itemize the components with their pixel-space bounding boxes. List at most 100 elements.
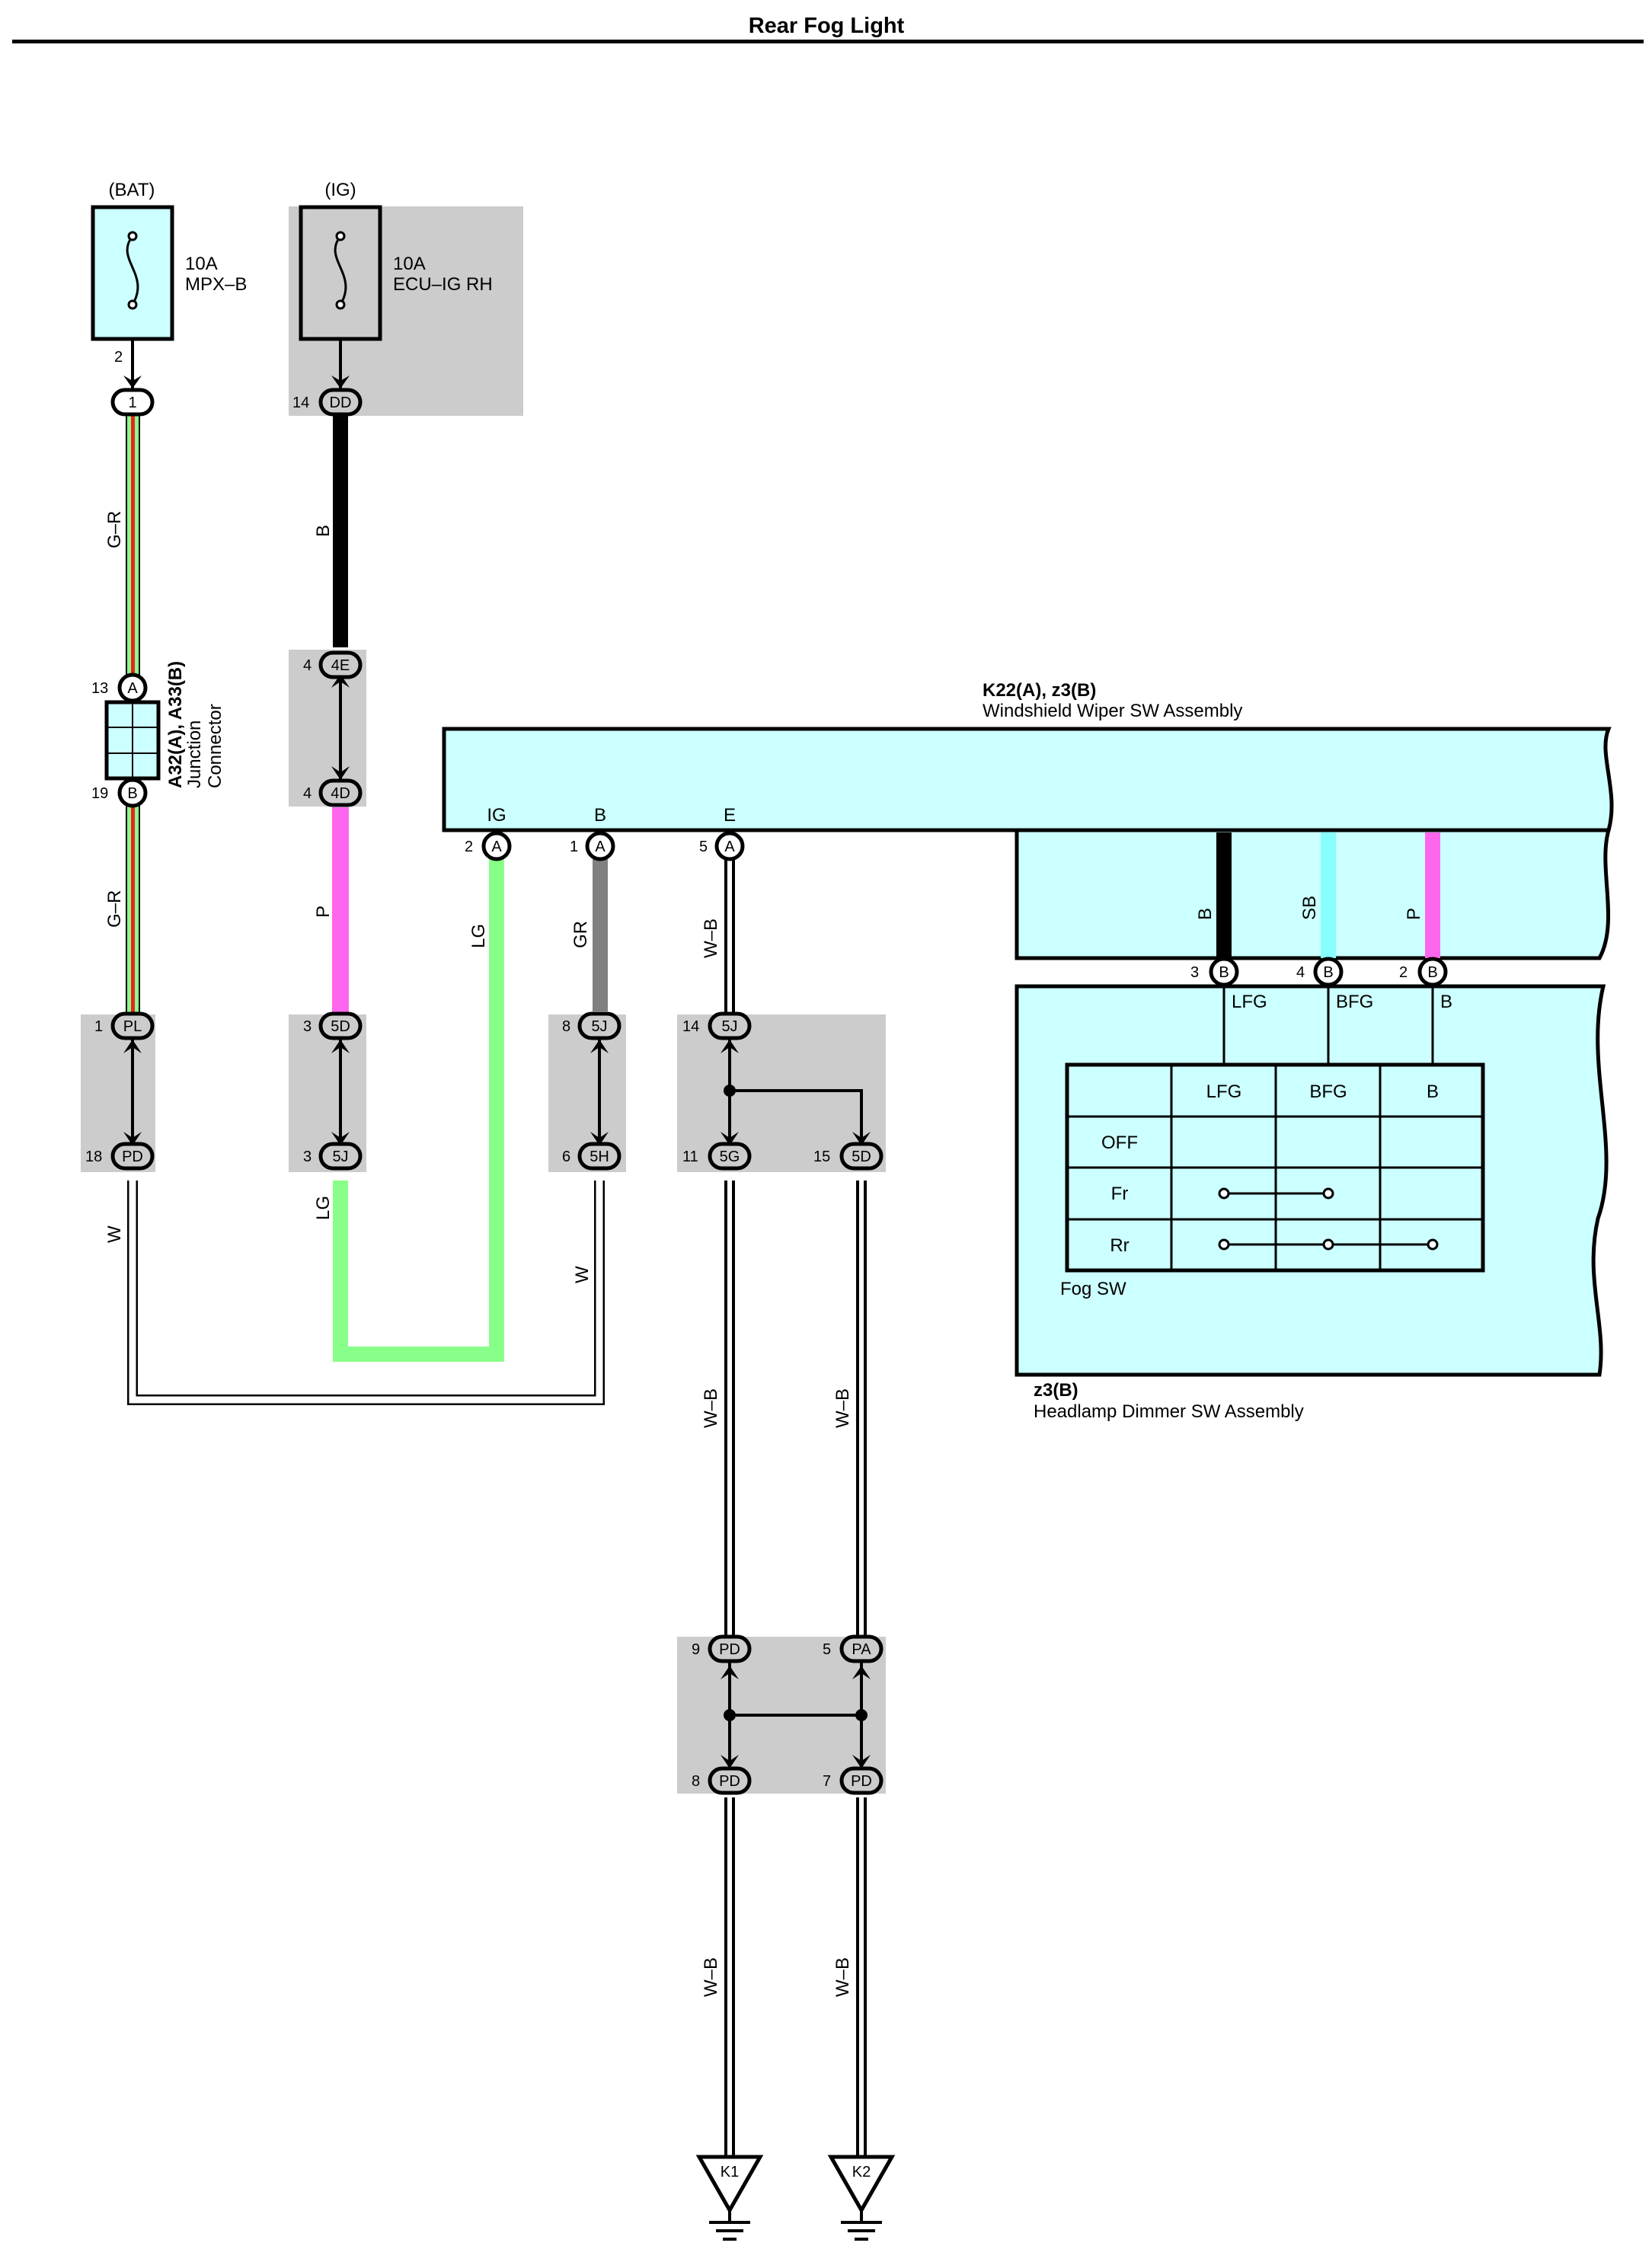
wire-label-w: W xyxy=(572,1266,593,1283)
svg-text:A: A xyxy=(595,839,606,855)
svg-text:PD: PD xyxy=(719,1773,740,1790)
svg-text:2: 2 xyxy=(465,839,473,855)
svg-text:3: 3 xyxy=(303,1018,312,1035)
internal-wire-p xyxy=(1425,832,1440,958)
ground-icon xyxy=(695,2155,764,2215)
terminal-label-lfg: LFG xyxy=(1232,992,1267,1012)
svg-text:1: 1 xyxy=(128,395,136,411)
connector-pins: 1 14 DD 4 4E 4 4D 1 PL 18 PD xyxy=(85,388,884,1795)
fuse-name: MPX–B xyxy=(185,274,247,295)
fuse-box xyxy=(91,205,174,341)
ground-icon xyxy=(827,2155,896,2215)
connector-dd: 14 DD xyxy=(292,388,363,417)
svg-text:6: 6 xyxy=(562,1149,570,1165)
fuse-icon xyxy=(126,235,139,305)
fog-sw-header-lfg: LFG xyxy=(1206,1081,1242,1102)
svg-text:5J: 5J xyxy=(721,1018,737,1035)
pin-number: 19 xyxy=(91,785,108,802)
fuse-pin-number: 2 xyxy=(114,349,123,366)
arrowheads xyxy=(123,375,871,1768)
fuse-box xyxy=(299,205,382,341)
svg-text:4: 4 xyxy=(303,785,312,802)
terminal-b-pin: 1 A xyxy=(570,831,615,861)
connector-pd-9: 9 PD xyxy=(692,1634,752,1663)
junction-connector-code: A32(A), A33(B) xyxy=(165,661,186,788)
wire-p-pink xyxy=(332,807,349,1013)
pin-label: A xyxy=(127,680,138,697)
svg-text:5J: 5J xyxy=(332,1149,348,1165)
connector-5h: 6 5H xyxy=(562,1142,621,1171)
svg-text:8: 8 xyxy=(562,1018,570,1035)
fuse-rating: 10A xyxy=(393,254,426,274)
wire-label-w: W xyxy=(104,1225,125,1243)
internal-wire-sb xyxy=(1321,832,1336,958)
pin-circle xyxy=(117,778,148,808)
ground-label: K2 xyxy=(852,2164,871,2181)
wire-label-gr: GR xyxy=(570,921,591,948)
connector-5j-3: 3 5J xyxy=(303,1142,363,1171)
wire-w xyxy=(127,1181,605,1405)
connector-5j-14: 14 5J xyxy=(682,1011,752,1040)
svg-text:5D: 5D xyxy=(331,1018,350,1035)
page-title: Rear Fog Light xyxy=(749,14,905,38)
wiper-assembly-extension xyxy=(1015,828,1612,960)
svg-text:B: B xyxy=(1195,908,1216,920)
wire-label-w-b: W–B xyxy=(832,1957,853,1997)
dimmer-pin-3: 3 B xyxy=(1190,957,1239,987)
fuse-mpx-b: 10A MPX–B 2 xyxy=(91,205,247,366)
fog-sw-header-bfg: BFG xyxy=(1309,1081,1347,1102)
svg-text:5: 5 xyxy=(823,1641,831,1658)
wire-lg xyxy=(333,859,504,1362)
connector-4e: 4 4E xyxy=(303,650,363,679)
wire-labels: G–R G–R B P LG LG GR W W W–B W–B W–B W–B… xyxy=(104,511,853,1997)
wire-label-w-b: W–B xyxy=(701,1388,721,1428)
fog-sw-row-rr: Rr xyxy=(1110,1235,1129,1256)
svg-text:1: 1 xyxy=(570,839,578,855)
fuse-name: ECU–IG RH xyxy=(393,274,493,295)
svg-text:SB: SB xyxy=(1299,896,1320,920)
connector-pd-8: 8 PD xyxy=(692,1766,752,1795)
svg-text:A: A xyxy=(724,839,735,855)
svg-text:PL: PL xyxy=(123,1018,142,1035)
dimmer-assembly-name: Headlamp Dimmer SW Assembly xyxy=(1034,1401,1304,1422)
connector-pd-18: 18 PD xyxy=(85,1142,155,1171)
wire-label-lg: LG xyxy=(468,924,489,948)
pin-label: B xyxy=(127,785,137,802)
svg-text:5G: 5G xyxy=(720,1149,740,1165)
connector-pa-5: 5 PA xyxy=(823,1634,884,1663)
pin-number: 13 xyxy=(91,680,108,697)
wire-label-lg: LG xyxy=(313,1196,334,1220)
fog-sw-label: Fog SW xyxy=(1060,1279,1126,1299)
svg-text:4E: 4E xyxy=(331,657,350,674)
wiper-assembly-name: Windshield Wiper SW Assembly xyxy=(983,701,1242,721)
connector-pl: 1 PL xyxy=(94,1011,155,1040)
internal-wire-b xyxy=(1216,832,1232,958)
svg-text:5: 5 xyxy=(699,839,708,855)
svg-text:15: 15 xyxy=(813,1149,830,1165)
svg-text:PD: PD xyxy=(122,1149,143,1165)
shaded-blocks xyxy=(81,206,886,1794)
svg-text:1: 1 xyxy=(94,1018,103,1035)
windshield-wiper-sw-assembly: K22(A), z3(B) Windshield Wiper SW Assemb… xyxy=(442,680,1614,960)
junction-connector-line1: Junction xyxy=(184,720,205,788)
wire-label-w-b: W–B xyxy=(701,1957,721,1997)
fog-sw-row-fr: Fr xyxy=(1111,1184,1129,1204)
svg-text:P: P xyxy=(1404,908,1424,920)
svg-text:3: 3 xyxy=(1190,964,1199,981)
junction-connector-line2: Connector xyxy=(205,704,225,788)
wires xyxy=(126,339,868,2157)
svg-text:18: 18 xyxy=(85,1149,102,1165)
svg-text:3: 3 xyxy=(303,1149,312,1165)
wire-label-b: B xyxy=(313,525,334,537)
svg-text:14: 14 xyxy=(682,1018,699,1035)
fog-sw-header-b: B xyxy=(1427,1081,1439,1102)
svg-text:5J: 5J xyxy=(591,1018,607,1035)
svg-text:PD: PD xyxy=(851,1773,872,1790)
svg-text:2: 2 xyxy=(1399,964,1408,981)
wiper-assembly-code: K22(A), z3(B) xyxy=(983,680,1096,701)
svg-text:DD: DD xyxy=(330,395,352,411)
svg-text:B: B xyxy=(1427,964,1437,981)
ground-k2: K2 xyxy=(827,2155,896,2241)
wire-gr xyxy=(593,859,608,1011)
